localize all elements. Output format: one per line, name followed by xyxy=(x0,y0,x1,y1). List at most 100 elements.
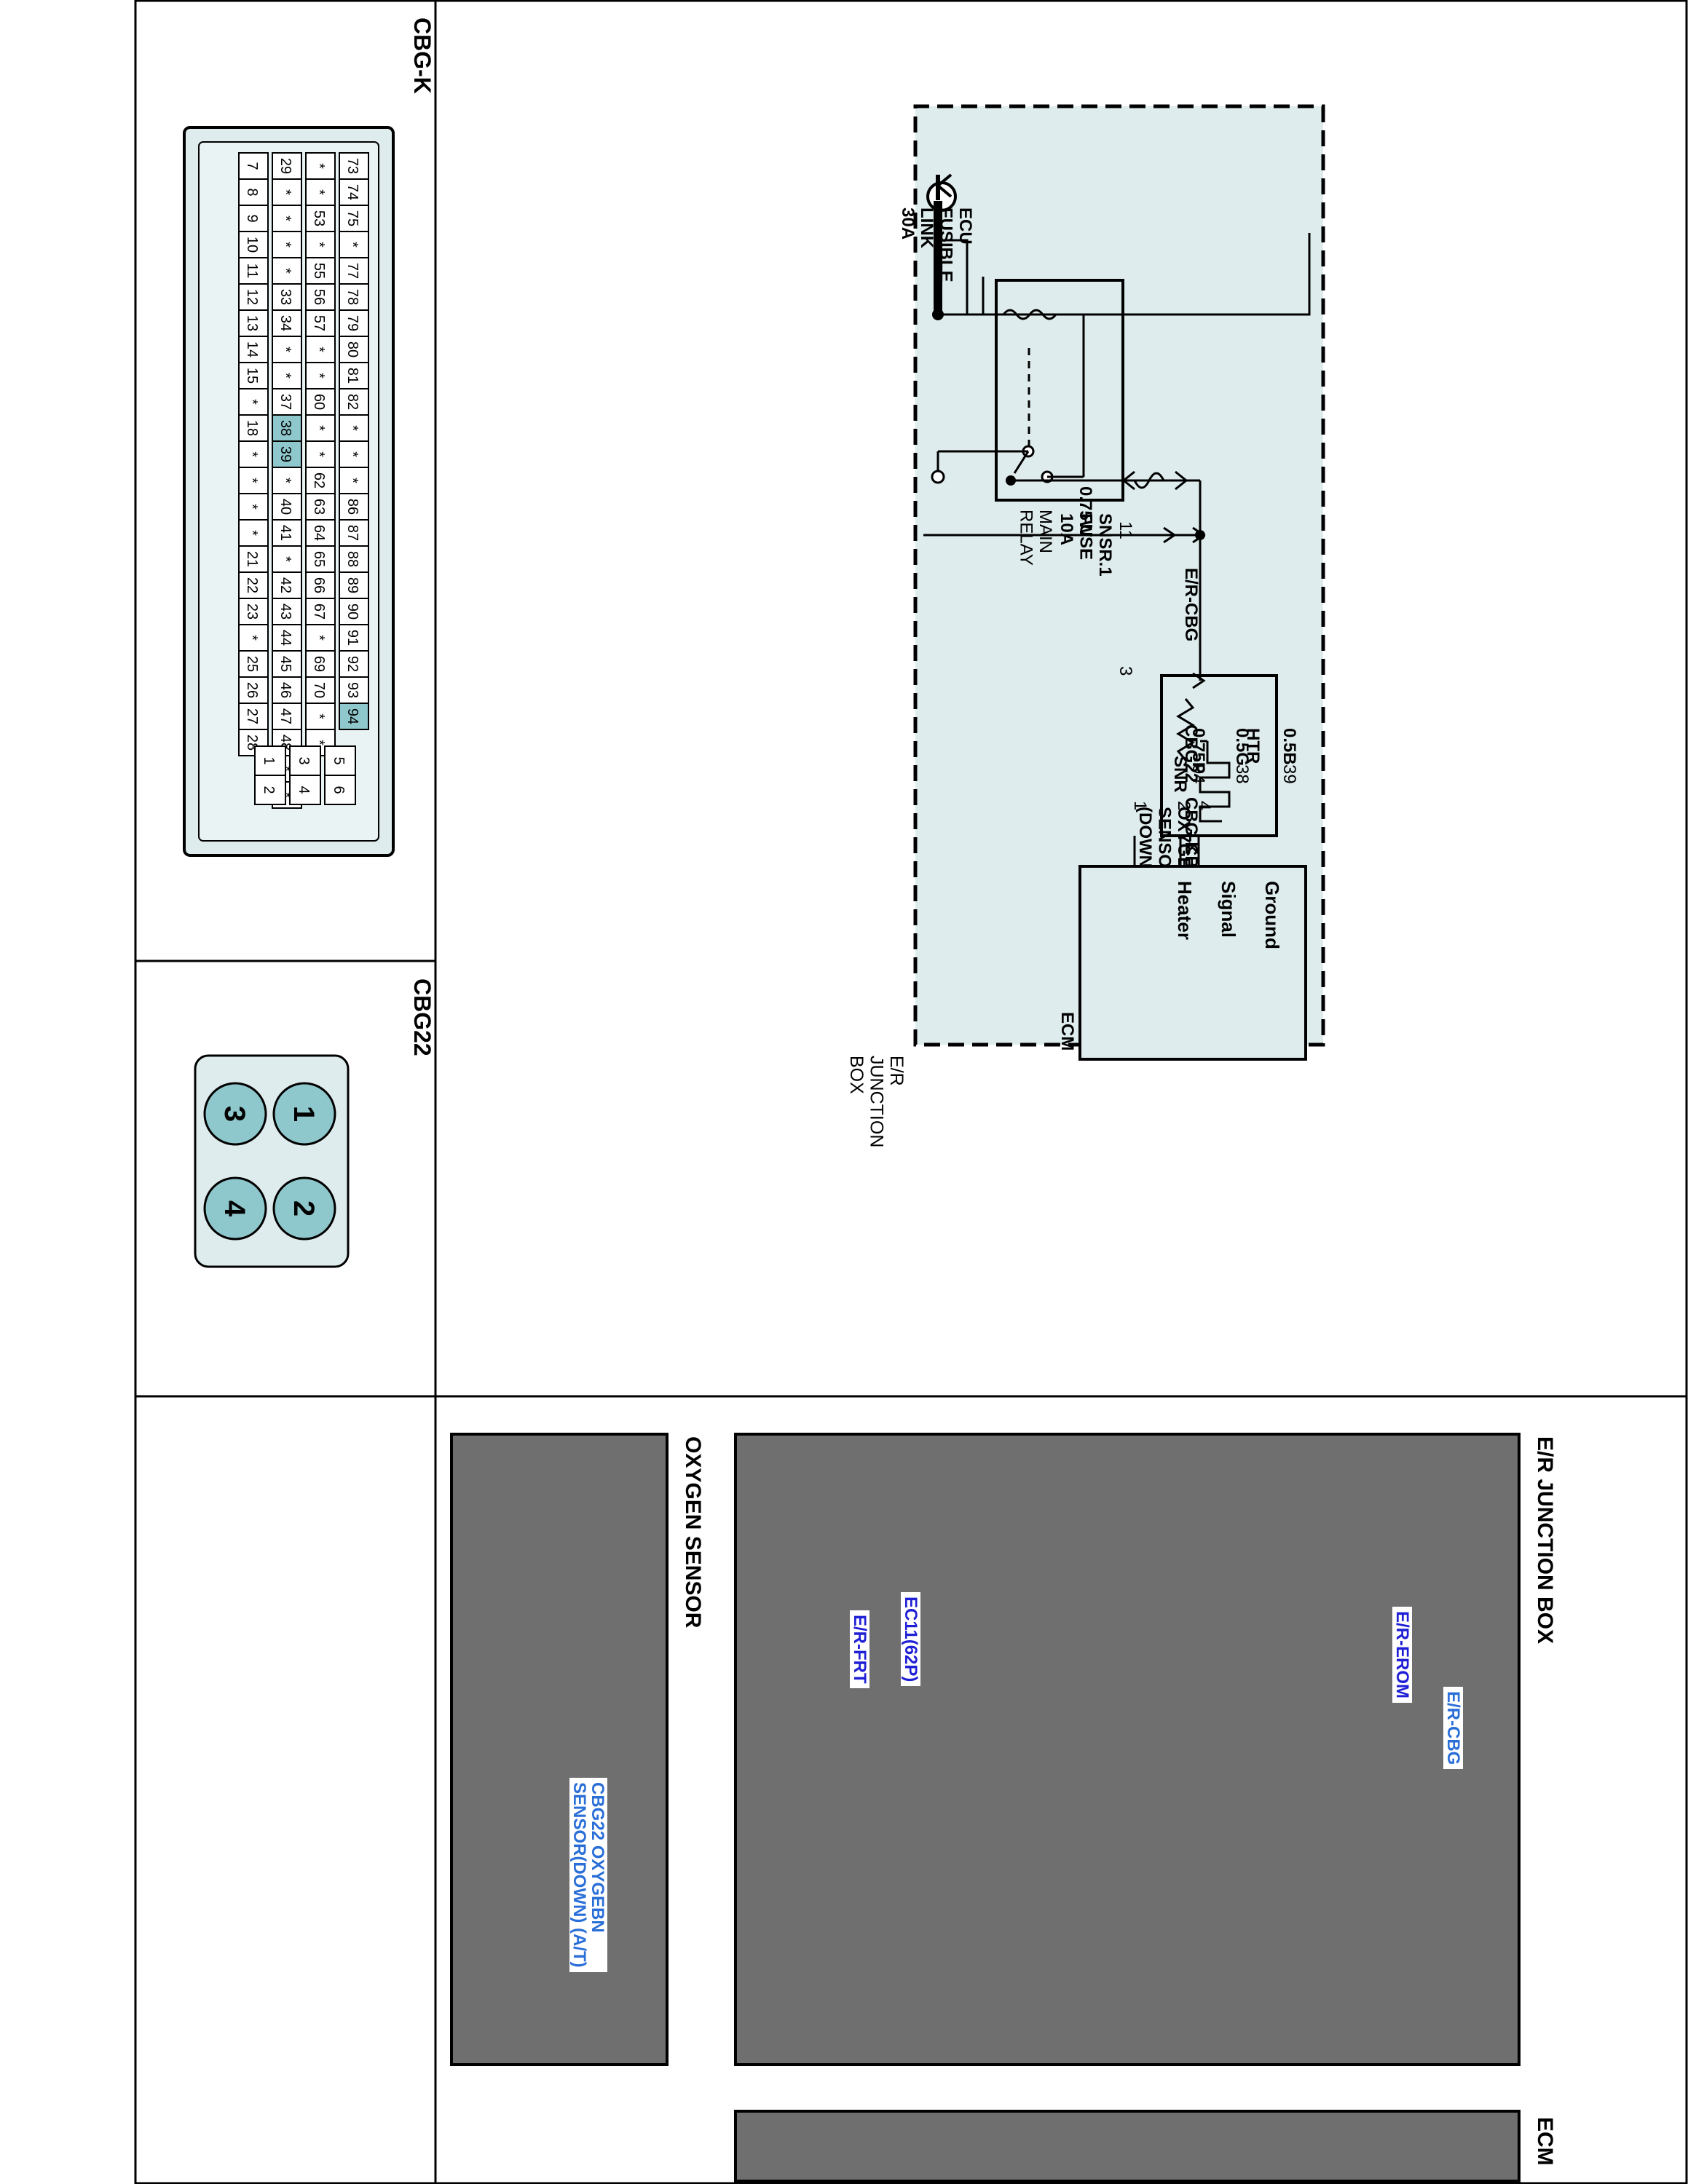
cbg-k-pin-label: 89 xyxy=(344,577,360,593)
cbg-k-pin-label: 9 xyxy=(244,214,260,222)
cbg-k-pin-label: 27 xyxy=(244,708,260,724)
ecm-box xyxy=(1078,865,1307,1061)
cbg-k-pin-label: 22 xyxy=(244,577,260,593)
htr-label: HTR xyxy=(1243,728,1263,764)
wire-label-2: 0.75P xyxy=(1188,728,1208,774)
cbg-k-pin-label: 41 xyxy=(277,525,293,541)
cbg-k-pin-label: * xyxy=(244,530,260,536)
wiring-schematic: E/RJUNCTIONBOX ECUFUSIBLELINK30A MAINREL… xyxy=(846,104,1325,1147)
cbg-k-pin-label: 26 xyxy=(244,682,260,698)
cbg-k-pin-label: * xyxy=(344,451,360,457)
main-relay-label: MAINRELAY xyxy=(1017,510,1055,566)
cbg-k-pin-label: 34 xyxy=(277,315,293,331)
cbg-k-pin-label: * xyxy=(244,478,260,483)
cbg-k-pin-label: 7 xyxy=(244,162,260,170)
photo-er-junction-box-title: E/R JUNCTION BOX xyxy=(1533,1436,1557,1645)
photo-ecm-title: ECM xyxy=(1533,2117,1557,2166)
cbg-k-pin-label: * xyxy=(244,504,260,510)
cbg-k-pin-label: 80 xyxy=(344,341,360,357)
wire-label-0: 0.5B xyxy=(1279,728,1299,765)
snr-label: SNR xyxy=(1170,756,1190,793)
cbg-k-pin-label: * xyxy=(244,451,260,457)
cbg-k-pin-label: 81 xyxy=(344,368,360,384)
cbg22-pin xyxy=(272,1082,336,1146)
cbg-k-pin-label: 40 xyxy=(277,499,293,515)
cbg-k-small-pin-cell xyxy=(324,775,356,805)
cbg-k-pin-label: * xyxy=(277,242,293,248)
cbg-k-pin-label: * xyxy=(311,242,327,248)
cbg-k-pin-label: 56 xyxy=(311,289,327,305)
cbg-k-pin-label: 39 xyxy=(277,446,293,462)
cbg-k-pin-label: 46 xyxy=(277,682,293,698)
cbg-k-pin-label: 33 xyxy=(277,289,293,305)
cbg-k-small-pin-label: 1 xyxy=(261,756,277,764)
cbg-k-pin-label: 15 xyxy=(244,368,260,384)
cbg-k-pin-label: * xyxy=(311,163,327,169)
cbg-k-pin-label: * xyxy=(344,478,360,483)
cbg-k-pin-label: * xyxy=(277,347,293,352)
cbg-k-pin-label: * xyxy=(311,635,327,641)
cbg22-pin-label: 2 xyxy=(288,1200,320,1216)
cbg-k-pin-label: 18 xyxy=(244,420,260,436)
cbg-k-small-pin-label: 5 xyxy=(331,756,347,764)
cbg-k-pin-label: 23 xyxy=(244,604,260,620)
cbg-k-pin-label: * xyxy=(277,556,293,562)
cbg-k-pin-label: 47 xyxy=(277,708,293,724)
oxygen-sensor-box xyxy=(1160,674,1278,837)
photos-panel: E/R JUNCTION BOX E/R-CBG EC11(62P) E/R-E… xyxy=(435,1396,1688,2184)
cbg22-pin-label: 3 xyxy=(218,1106,251,1122)
ecm-label: ECM xyxy=(1057,1012,1077,1051)
cbg22-pin-label: 4 xyxy=(218,1200,251,1217)
cbg-k-pin-label: 45 xyxy=(277,656,293,672)
cbg-k-pin-label: 75 xyxy=(344,210,360,226)
cbg-k-pin-label: 86 xyxy=(344,499,360,515)
cbg-k-pin-label: * xyxy=(244,635,260,641)
cbg-k-pin-label: * xyxy=(311,373,327,379)
cbg-k-pin-label: * xyxy=(277,189,293,195)
photo-er-junction-box-label-2: E/R-EROM xyxy=(1392,1607,1412,1703)
cbg-k-pin-label: * xyxy=(244,399,260,405)
cbg-k-small-pin-label: 3 xyxy=(296,756,312,764)
er-cbg-pin: 11 xyxy=(1116,521,1135,539)
photo-oxygen-sensor-label-0: CBG22 OXYGEBN SENSOR(DOWN) (A/T) xyxy=(569,1778,607,1972)
cbg-k-pin-label: 93 xyxy=(344,682,360,698)
cbg-k-pin-label: 42 xyxy=(277,577,293,593)
wire-label-1: 0.5G xyxy=(1232,728,1252,766)
cbg-k-pin-label: 77 xyxy=(344,263,360,279)
cbg-k-small-pin-label: 6 xyxy=(331,786,347,794)
cbg-k-pin-label: * xyxy=(344,242,360,248)
cbg-k-pin-label: 21 xyxy=(244,551,260,567)
cbg-k-pin-label: 57 xyxy=(311,315,327,331)
cbg-k-small-pin-label: 4 xyxy=(296,786,312,794)
cbg-k-pin-label: 37 xyxy=(277,394,293,410)
ecm-terminal-heater: Heater xyxy=(1174,881,1196,940)
cbg-k-pin-label: * xyxy=(277,215,293,221)
cbg-k-pin-label: 87 xyxy=(344,525,360,541)
photo-er-junction-box-label-3: E/R-FRT xyxy=(850,1610,869,1688)
cbg-k-pin-label: * xyxy=(311,347,327,352)
cbg22-out-pin-1: 1 xyxy=(1130,801,1150,810)
cbg-k-pin-label: 70 xyxy=(311,682,327,698)
cbg-k-pin-label: * xyxy=(311,713,327,719)
cbg-k-connector: 737475*777879808182***868788899091929394… xyxy=(183,126,395,857)
cbg-k-pin-label: 14 xyxy=(244,341,260,357)
photo-er-junction-box: E/R-CBG EC11(62P) E/R-EROM E/R-FRT xyxy=(734,1433,1521,2066)
cbg-k-pin-label: 82 xyxy=(344,394,360,410)
cbg-k-pin-label: 73 xyxy=(344,158,360,174)
main-relay-box xyxy=(995,279,1124,502)
photo-ecm xyxy=(734,2110,1521,2183)
cbg-k-pin-label: 60 xyxy=(311,394,327,410)
cbg-k-pin-label: * xyxy=(311,740,327,745)
cbg-k-pin-label: 92 xyxy=(344,656,360,672)
cbg-k-small-pin-cell xyxy=(254,775,286,805)
cbg-k-pin-label: 88 xyxy=(344,551,360,567)
cbg-k-pin-label: 10 xyxy=(244,237,260,253)
cbg-k-pin-label: 44 xyxy=(277,630,293,646)
er-cbg-name: E/R-CBG xyxy=(1181,568,1201,641)
ecm-connector: CBG-K xyxy=(1181,797,1201,855)
cbg-k-pin-label: 91 xyxy=(344,630,360,646)
cbg22-pin-in: 3 xyxy=(1116,666,1135,676)
